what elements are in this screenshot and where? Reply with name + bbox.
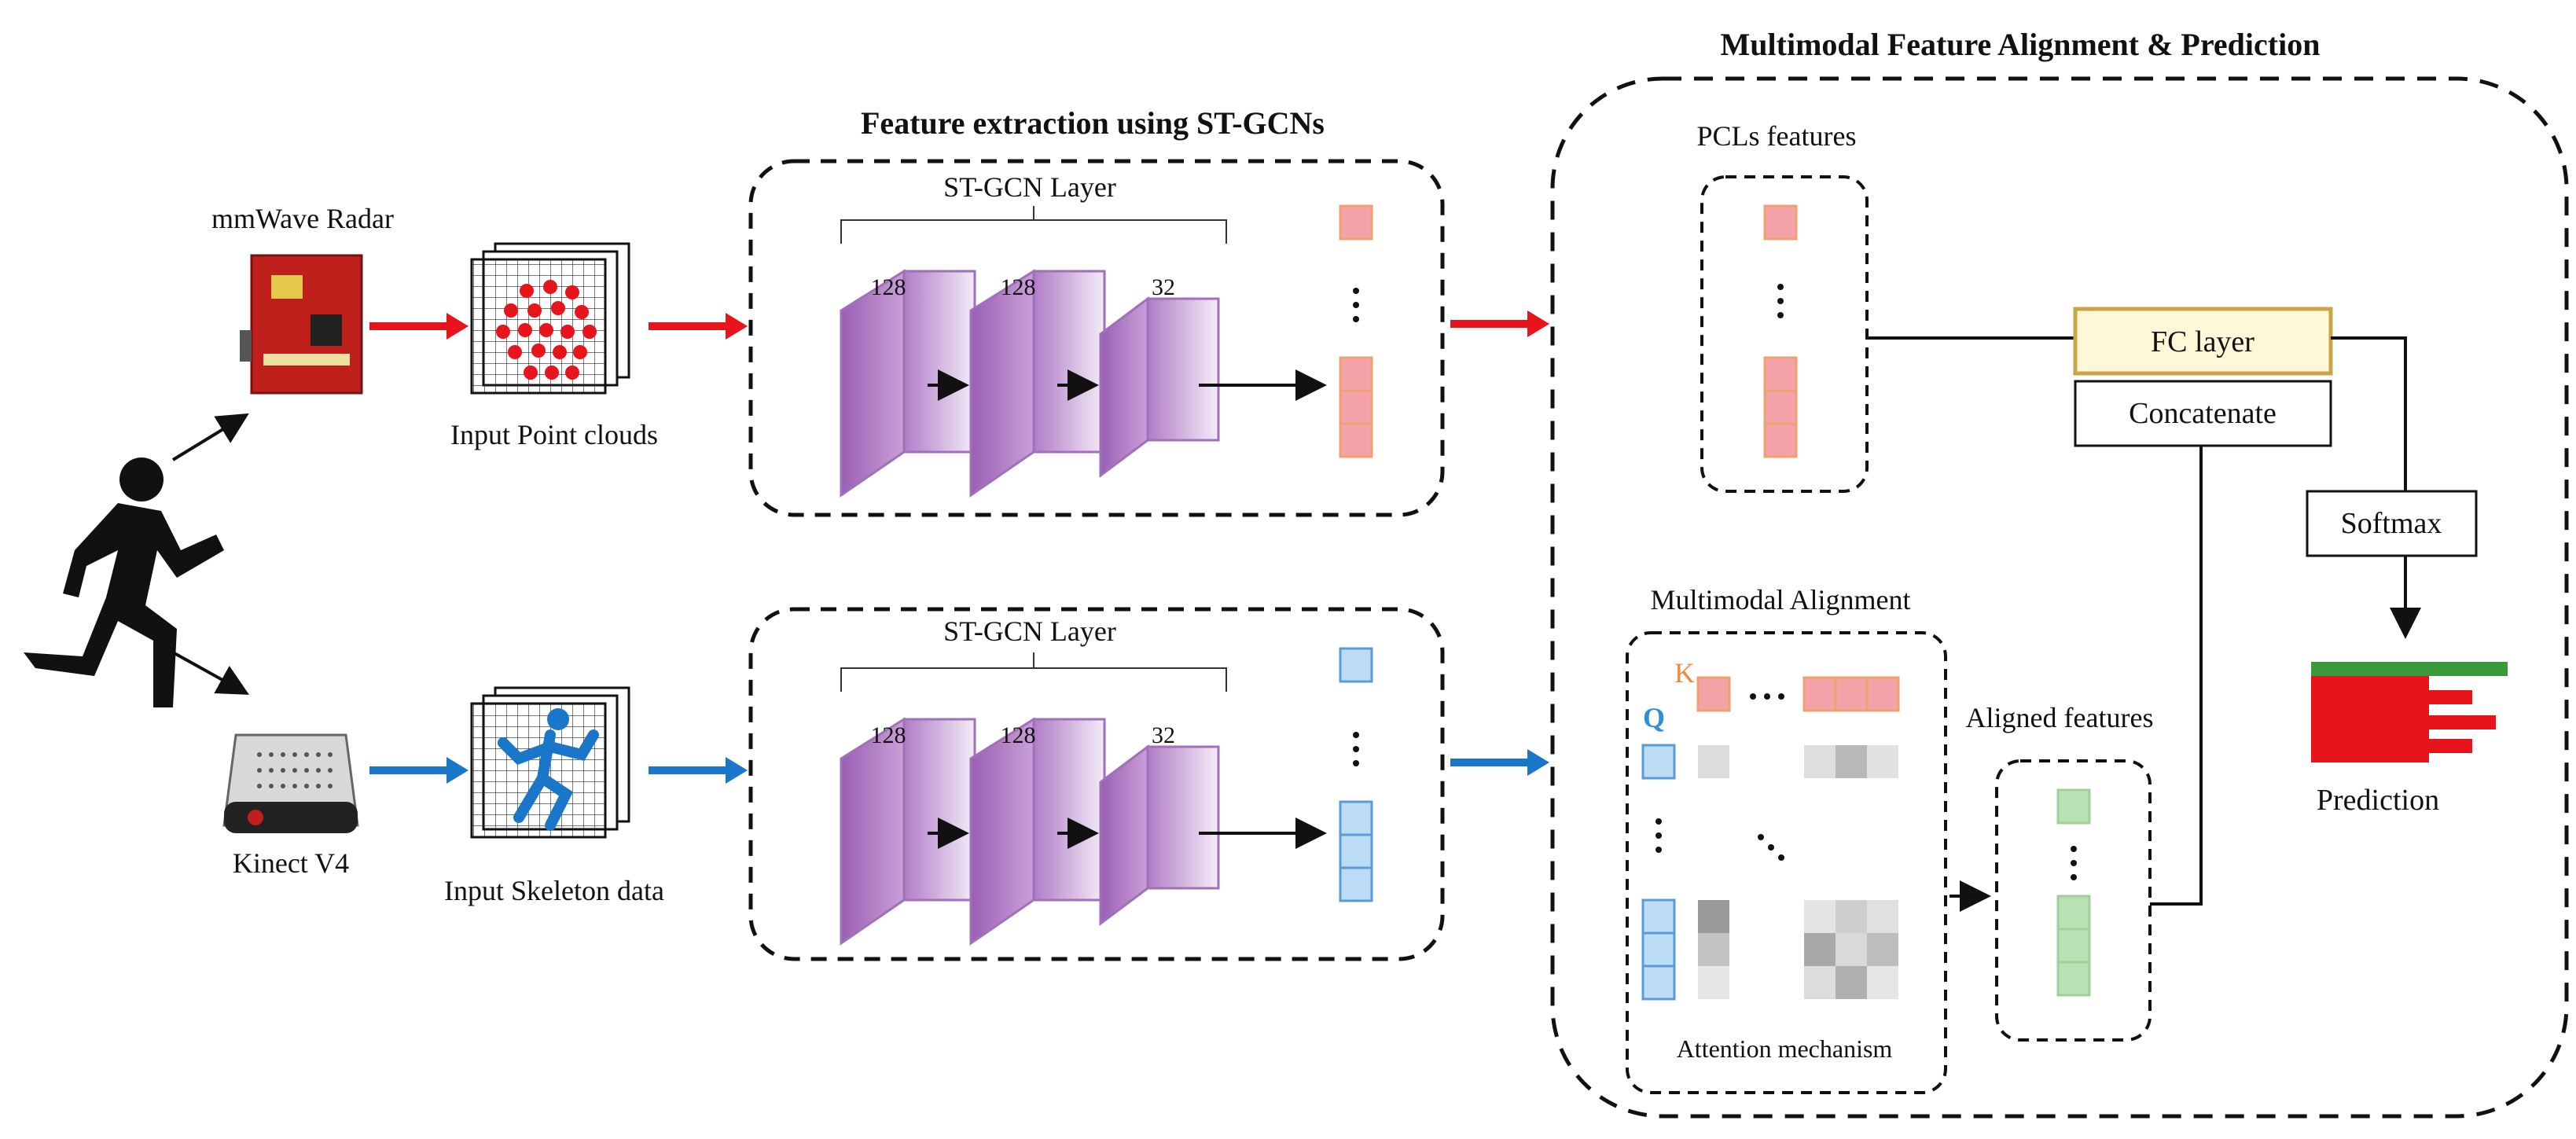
gcn-bottom-feature-vector [1339,647,1373,902]
pc-arrow-head [726,313,748,340]
pointcloud-label: Input Point clouds [450,419,658,450]
gcn-top-feature-vector [1339,204,1373,458]
gcn-top-blocks [840,269,1220,498]
prediction-bar-icon [2311,662,2508,762]
attention-diagonal-ellipsis [1758,834,1784,861]
gcn-bottom-ch1: 128 [871,722,906,748]
gcn-top-ch3: 32 [1152,274,1175,300]
runner-icon [24,457,224,707]
k-label: K [1674,657,1695,689]
softmax-box [2306,490,2478,557]
fc-layer-box [2073,307,2333,376]
pcl-feature-vector [1763,204,1798,458]
kinect-label: Kinect V4 [233,847,349,879]
sk-arrow-head [726,757,748,784]
gcn-top-layer-label: ST-GCN Layer [943,171,1116,203]
aligned-to-concatenate-line [2150,446,2203,906]
kinect-sensor-icon [222,733,359,833]
concatenate-box [2074,380,2332,447]
radar-arrow-head [446,313,469,340]
skeleton-grid-icon [470,686,630,839]
gcn-bottom-blocks [840,717,1220,946]
aligned-features-box [1995,759,2152,1042]
pcl-features-label: PCLs features [1697,120,1857,152]
concatenate-label: Concatenate [2129,397,2277,430]
gcn-bottom-ch2: 128 [1001,722,1036,748]
gcn-bottom-layer-label: ST-GCN Layer [943,615,1116,647]
pcl-features-box [1700,175,1869,493]
radar-label: mmWave Radar [211,203,394,234]
aligned-ellipsis [2071,846,2077,880]
prediction-label: Prediction [2317,784,2439,817]
multimodal-title: Multimodal Feature Alignment & Predictio… [1721,27,2321,62]
gcn-bottom-ch3: 32 [1152,722,1175,748]
kinect-arrow-head [446,757,469,784]
q-vector [1641,744,1676,1001]
feature-extraction-title: Feature extraction using ST-GCNs [861,105,1325,141]
softmax-label: Softmax [2341,507,2442,540]
gcn-bottom-bracket [840,652,1227,692]
radar-board-icon [240,254,363,395]
gcn-top-ellipsis [1353,288,1359,322]
alignment-box [1626,631,1947,1094]
runner-to-radar-arrow [171,413,249,461]
fc-to-softmax-line [2331,336,2407,491]
gcn-top-box [748,159,1445,517]
gcn-top-ch2: 128 [1001,274,1036,300]
q-label: Q [1643,702,1665,733]
aligned-feature-vector [2056,788,2091,997]
gcn-top-bracket [840,206,1227,244]
gcn-bottom-box [748,607,1445,961]
gcn-top-ch1: 128 [871,274,906,300]
fc-layer-label: FC layer [2151,325,2254,358]
k-ellipsis [1750,693,1784,700]
bottom-mm-arrow-head [1527,749,1549,776]
k-vector [1696,676,1900,712]
runner-to-kinect-arrow [172,651,249,695]
top-mm-arrow-head [1527,310,1549,337]
q-ellipsis [1655,818,1662,853]
aligned-features-label: Aligned features [1966,702,2154,733]
pcl-ellipsis [1777,284,1784,318]
alignment-title: Multimodal Alignment [1651,584,1911,615]
skeleton-label: Input Skeleton data [444,875,664,906]
gcn-bottom-ellipsis [1353,732,1359,766]
attention-label: Attention mechanism [1677,1034,1893,1063]
point-cloud-grid-icon [470,242,630,395]
attention-matrix [1698,745,1898,999]
